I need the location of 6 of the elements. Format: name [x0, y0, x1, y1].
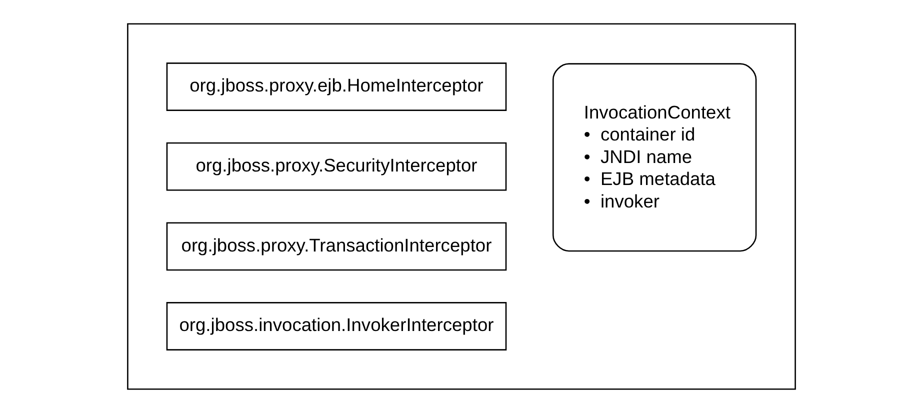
- cluster: [126, 23, 796, 390]
- node-box: org.jboss.proxy.TransactionInterceptor: [166, 222, 506, 271]
- node-box: org.jboss.proxy.ejb.HomeInterceptor: [166, 62, 506, 111]
- node-box: org.jboss.proxy.SecurityInterceptor: [166, 142, 506, 191]
- node-box: org.jboss.invocation.InvokerInterceptor: [166, 302, 506, 350]
- node-box: InvocationContext • container id • JNDI name • EJB metadata • invoker: [552, 63, 756, 252]
